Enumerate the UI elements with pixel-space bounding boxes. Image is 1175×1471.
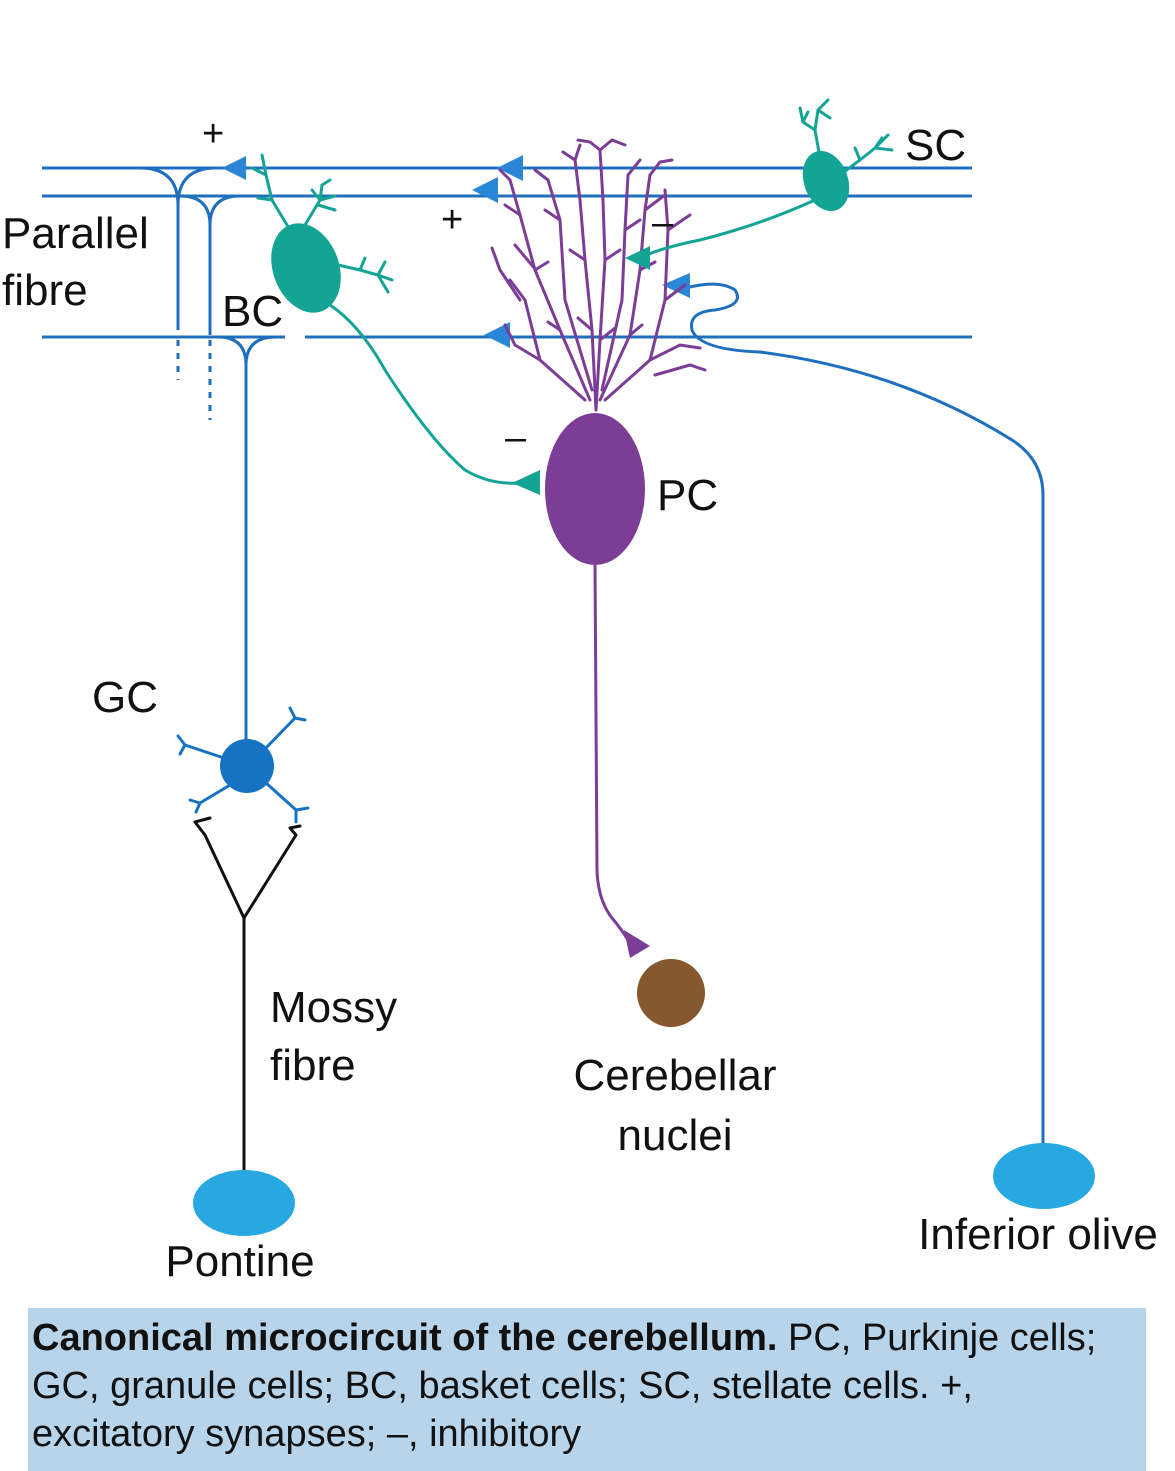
- label-pontine: Pontine: [165, 1237, 314, 1286]
- basket-cell-body: [271, 223, 341, 313]
- cerebellum-microcircuit-diagram: Parallel fibre BC SC PC GC Mossy fibre C…: [2, 98, 1158, 1286]
- stellate-cell-synapse: [625, 246, 650, 270]
- sign-excitatory-pc: +: [441, 199, 463, 241]
- granule-axon-branch-2: [179, 194, 212, 335]
- label-cerebellar-nuclei-1: Cerebellar: [574, 1051, 777, 1100]
- granule-axon-branch-3: [217, 335, 248, 366]
- sign-inhibitory-sc: –: [652, 202, 674, 244]
- sign-inhibitory-bc: –: [505, 417, 527, 459]
- granule-axon-branch-3b: [244, 335, 277, 366]
- label-basket-cell: BC: [222, 287, 283, 336]
- pf-synapse-pc-1: [497, 155, 523, 181]
- stellate-cell-body: [802, 150, 850, 212]
- figure-caption: Canonical microcircuit of the cerebellum…: [28, 1308, 1146, 1471]
- pf-synapse-pc-2: [472, 177, 498, 203]
- climbing-fibre-synapse: [662, 273, 690, 298]
- parallel-fibre-synapses: [222, 155, 690, 348]
- caption-title: Canonical microcircuit of the cerebellum…: [32, 1317, 778, 1359]
- label-parallel-fibre-2: fibre: [2, 266, 88, 315]
- granule-cell: [176, 706, 310, 824]
- stellate-cell-axon: [638, 198, 817, 260]
- label-inferior-olive: Inferior olive: [918, 1210, 1158, 1259]
- caption-body: PC, Purkinje cells; GC, granule cells; B…: [32, 1317, 1097, 1455]
- label-cerebellar-nuclei-2: nuclei: [618, 1111, 733, 1160]
- label-granule-cell: GC: [92, 673, 158, 722]
- inferior-olive-nucleus: [993, 1143, 1095, 1209]
- purkinje-dendrites: [490, 138, 707, 412]
- granule-cell-body: [220, 739, 274, 793]
- label-mossy-fibre-2: fibre: [270, 1041, 356, 1090]
- climbing-fibre: [689, 282, 1045, 1145]
- granule-axon-branch-1b: [176, 166, 217, 206]
- granule-axon-branch-2b: [208, 194, 241, 226]
- basket-cell-axon: [328, 303, 522, 485]
- sign-excitatory-bc: +: [202, 113, 224, 155]
- stellate-cell: [625, 98, 894, 270]
- purkinje-axon-terminal: [624, 930, 650, 958]
- label-mossy-fibre-1: Mossy: [270, 983, 397, 1032]
- basket-cell: [250, 153, 540, 495]
- purkinje-cell-body: [545, 413, 645, 565]
- basket-cell-synapse: [512, 470, 540, 495]
- pontine-nucleus: [193, 1170, 295, 1236]
- cerebellar-nuclei-cell: [637, 959, 705, 1027]
- purkinje-axon: [593, 564, 630, 941]
- mossy-fibre: [193, 816, 302, 1172]
- label-stellate-cell: SC: [905, 121, 966, 170]
- label-parallel-fibre-1: Parallel: [2, 209, 149, 258]
- label-purkinje-cell: PC: [657, 471, 718, 520]
- pf-synapse-pc-3: [484, 322, 510, 348]
- pf-synapse-bc: [222, 156, 246, 180]
